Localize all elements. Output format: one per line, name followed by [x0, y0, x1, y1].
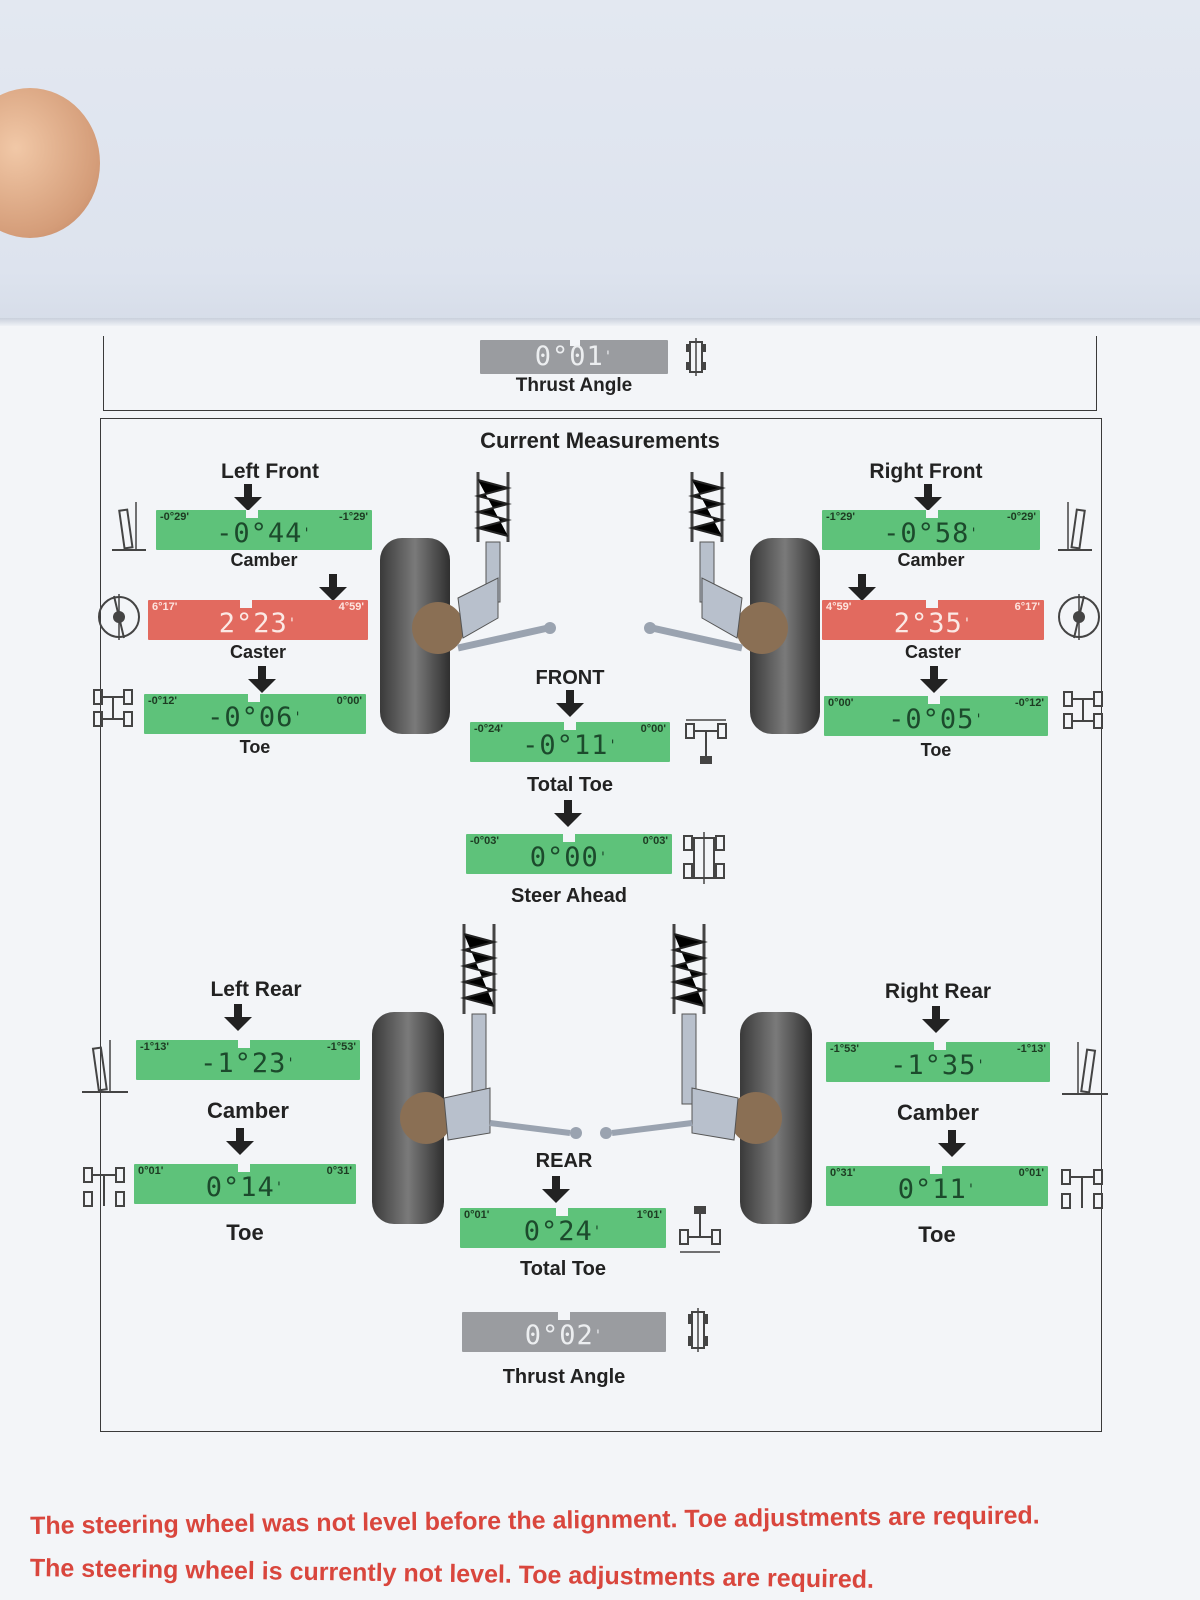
toe-icon: [80, 1162, 128, 1214]
right-front-caster-gauge: 4°59' 6°17' 2°35': [822, 600, 1044, 640]
left-rear-title: Left Rear: [176, 978, 336, 1002]
folded-paper-top: [0, 0, 1200, 340]
top-thrust-angle-gauge: 0°01': [480, 340, 668, 374]
right-rear-title: Right Rear: [858, 980, 1018, 1004]
left-front-title: Left Front: [190, 460, 350, 484]
right-rear-toe-gauge: 0°31' 0°01' 0°11': [826, 1166, 1048, 1206]
camber-icon: [82, 1038, 128, 1094]
left-rear-camber-gauge: -1°13' -1°53' -1°23': [136, 1040, 360, 1080]
left-rear-toe-gauge: 0°01' 0°31' 0°14': [134, 1164, 356, 1204]
top-thrust-angle-label: Thrust Angle: [480, 375, 668, 397]
top-thrust-angle-value: 0°01: [535, 341, 604, 372]
right-front-camber-label: Camber: [822, 550, 1040, 571]
left-rear-toe-label: Toe: [134, 1220, 356, 1246]
left-front-camber-value: -0°44: [216, 518, 302, 549]
front-suspension-illustration: [378, 468, 822, 738]
right-front-camber-gauge: -1°29' -0°29' -0°58': [822, 510, 1040, 550]
right-front-toe-label: Toe: [824, 740, 1048, 761]
left-front-camber-label: Camber: [156, 550, 372, 571]
front-axle-label: FRONT: [520, 667, 620, 690]
total-toe-icon: [676, 1204, 724, 1256]
rear-axle-label: REAR: [514, 1150, 614, 1173]
right-rear-toe-value: 0°11: [898, 1174, 967, 1205]
thrust-vehicle-icon: [686, 1308, 710, 1352]
rear-suspension-illustration: [370, 918, 830, 1226]
rear-total-toe-value: 0°24: [524, 1216, 593, 1247]
left-rear-camber-value: -1°23: [200, 1048, 286, 1079]
right-front-title: Right Front: [846, 460, 1006, 484]
paper-fold: [0, 318, 1200, 326]
right-front-camber-value: -0°58: [883, 518, 969, 549]
left-front-toe-gauge: -0°12' 0°00' -0°06': [144, 694, 366, 734]
right-rear-toe-label: Toe: [826, 1222, 1048, 1248]
left-front-toe-value: -0°06: [207, 702, 293, 733]
right-front-caster-label: Caster: [822, 642, 1044, 663]
camber-icon: [1058, 500, 1092, 552]
rear-thrust-angle-value: 0°02: [525, 1320, 594, 1351]
camber-icon: [112, 500, 146, 552]
current-measurements-title: Current Measurements: [440, 428, 760, 454]
steer-ahead-icon: [680, 832, 728, 884]
caster-icon: [1056, 594, 1102, 640]
left-front-camber-gauge: -0°29' -1°29' -0°44': [156, 510, 372, 550]
right-rear-camber-gauge: -1°53' -1°13' -1°35': [826, 1042, 1050, 1082]
right-rear-camber-label: Camber: [826, 1100, 1050, 1126]
steer-ahead-gauge: -0°03' 0°03' 0°00': [466, 834, 672, 874]
steer-ahead-value: 0°00: [530, 842, 599, 873]
total-toe-icon: [682, 716, 730, 768]
left-front-caster-label: Caster: [148, 642, 368, 663]
right-front-caster-value: 2°35: [894, 608, 963, 639]
toe-icon: [1058, 1164, 1106, 1216]
right-rear-camber-value: -1°35: [890, 1050, 976, 1081]
front-total-toe-value: -0°11: [522, 730, 608, 761]
steer-ahead-label: Steer Ahead: [466, 885, 672, 908]
thrust-vehicle-icon: [684, 338, 708, 376]
caster-icon: [96, 594, 142, 640]
left-rear-camber-label: Camber: [136, 1098, 360, 1124]
rear-thrust-angle-gauge: 0°02': [462, 1312, 666, 1352]
left-rear-toe-value: 0°14: [206, 1172, 275, 1203]
rear-total-toe-label: Total Toe: [460, 1258, 666, 1281]
front-total-toe-label: Total Toe: [470, 774, 670, 797]
rear-thrust-angle-label: Thrust Angle: [462, 1366, 666, 1389]
left-front-toe-label: Toe: [144, 737, 366, 758]
right-front-toe-value: -0°05: [888, 704, 974, 735]
camber-icon: [1062, 1040, 1108, 1096]
rear-total-toe-gauge: 0°01' 1°01' 0°24': [460, 1208, 666, 1248]
toe-icon: [90, 684, 136, 730]
left-front-caster-gauge: 6°17' 4°59' 2°23': [148, 600, 368, 640]
right-front-toe-gauge: 0°00' -0°12' -0°05': [824, 696, 1048, 736]
left-front-caster-value: 2°23: [219, 608, 288, 639]
toe-icon: [1060, 686, 1106, 732]
front-total-toe-gauge: -0°24' 0°00' -0°11': [470, 722, 670, 762]
